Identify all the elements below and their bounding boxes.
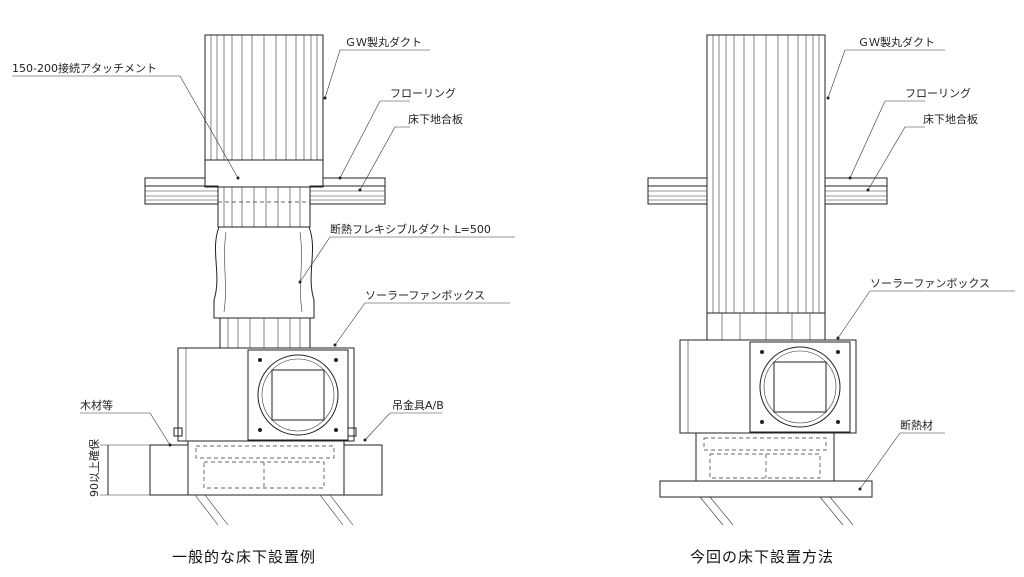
left-label-attachment: 150-200接続アタッチメント [12,61,157,75]
right-fanbox [679,339,857,434]
right-caption: 今回の床下設置方法 [690,548,834,566]
right-floor [647,177,888,205]
left-wood-support-r [343,444,383,496]
left-diagram: 90以上確保 150-200接続アタッチメント ＧＷ製丸ダクト フローリング 床… [12,34,515,566]
left-wood-support-l [149,444,189,496]
right-label-subfloor: 床下地合板 [923,112,978,126]
right-label-insulation: 断熱材 [900,418,933,432]
right-label-flooring: フローリング [905,86,971,100]
left-label-clearance: 90以上確保 [87,439,101,497]
right-label-fanbox: ソーラーファンボックス [870,277,990,290]
left-flex-duct [213,226,315,319]
left-caption: 一般的な床下設置例 [172,548,316,566]
right-insulation-slab [659,480,873,498]
left-attachment [204,159,324,188]
right-diagram: ＧＷ製丸ダクト フローリング 床下地合板 ソーラーファンボックス 断熱材 今回の… [647,34,1015,566]
left-floor [144,177,386,205]
left-label-hanger: 吊金具A/B [392,398,444,412]
left-label-fanbox: ソーラーファンボックス [365,289,485,302]
left-fanbox [173,347,357,442]
left-label-flex-duct: 断熱フレキシブルダクト L=500 [330,222,491,236]
left-label-subfloor: 床下地合板 [408,112,463,126]
left-label-gw-duct: ＧＷ製丸ダクト [345,35,422,49]
left-label-wood: 木材等 [80,398,113,412]
right-gw-duct [706,34,826,341]
right-label-gw-duct: ＧＷ製丸ダクト [858,35,935,49]
left-gw-duct [204,34,324,161]
left-label-flooring: フローリング [390,86,456,100]
